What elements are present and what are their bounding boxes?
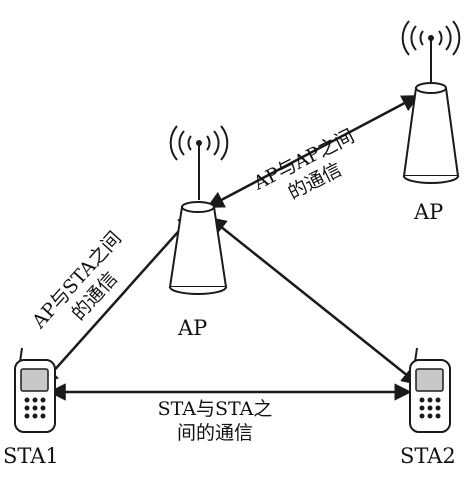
link-ap-sta2	[208, 216, 420, 386]
edge-label-sta-sta-line2: 间的通信	[176, 421, 253, 444]
link-ap-sta1	[40, 212, 196, 386]
link-ap-ap	[206, 94, 420, 209]
sta2-label: STA2	[400, 444, 456, 468]
edge-label-sta-sta-line1: STA与STA之	[157, 398, 273, 420]
sta1-label: STA1	[3, 444, 59, 468]
ap-right-icon	[401, 20, 461, 184]
ap-center-label: AP	[178, 316, 208, 340]
ap-right-label: AP	[414, 200, 444, 224]
sta2-phone-icon	[409, 347, 451, 433]
sta1-phone-icon	[14, 347, 56, 433]
ap-center-icon	[168, 125, 229, 295]
edge-label-sta-sta: STA与STA之 间的通信	[140, 398, 290, 446]
